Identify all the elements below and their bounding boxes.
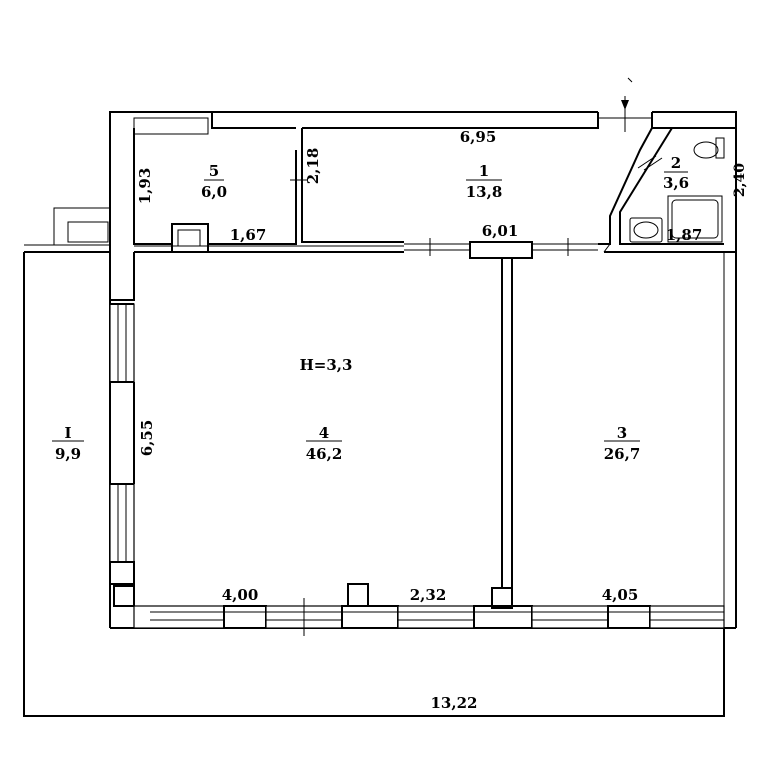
partition-4-3 xyxy=(491,258,513,609)
room-label-3: 3 26,7 xyxy=(604,424,641,463)
dimension-bottom-left: 4,00 xyxy=(222,586,259,604)
dimension-room2-height: 2,40 xyxy=(732,163,748,197)
room-5-area: 6,0 xyxy=(201,183,227,201)
dimension-top-1: 6,95 xyxy=(460,128,497,146)
dimension-bottom-right: 4,05 xyxy=(602,586,639,604)
dimension-room5-door: 2,18 xyxy=(304,148,322,185)
bottom-windows xyxy=(133,583,725,636)
dimension-room4-height: 6,55 xyxy=(138,420,156,457)
room-5-walls xyxy=(133,112,404,253)
room-4-left-windows xyxy=(109,303,135,607)
room-2-number: 2 xyxy=(671,154,681,172)
room-5-number: 5 xyxy=(209,162,219,180)
room-label-I: I 9,9 xyxy=(52,424,84,463)
room-I-area: 9,9 xyxy=(55,445,81,463)
room-1-number: 1 xyxy=(479,162,489,180)
room-2-walls xyxy=(603,127,736,253)
dimension-overall: 13,22 xyxy=(431,694,478,712)
dimension-partition: 6,01 xyxy=(482,222,519,240)
room-label-5: 5 6,0 xyxy=(201,162,227,201)
room-label-4: 4 46,2 xyxy=(306,424,343,463)
room-3-area: 26,7 xyxy=(604,445,641,463)
room-label-1: 1 13,8 xyxy=(466,162,503,201)
room-I-number: I xyxy=(64,424,71,442)
room-1-area: 13,8 xyxy=(466,183,503,201)
dimension-room5-width: 1,67 xyxy=(230,226,267,244)
annex-outline xyxy=(23,207,725,717)
ceiling-height-label: H=3,3 xyxy=(300,356,353,374)
dimension-room5-height: 1,93 xyxy=(136,168,154,205)
room-4-number: 4 xyxy=(319,424,329,442)
room-label-2: 2 3,6 xyxy=(663,154,689,192)
dimension-bottom-mid: 2,32 xyxy=(410,586,447,604)
room-2-area: 3,6 xyxy=(663,174,689,192)
dimension-room2-width: 1,87 xyxy=(666,226,703,244)
room-3-number: 3 xyxy=(617,424,627,442)
room-1-walls xyxy=(301,77,653,259)
room-4-area: 46,2 xyxy=(306,445,343,463)
